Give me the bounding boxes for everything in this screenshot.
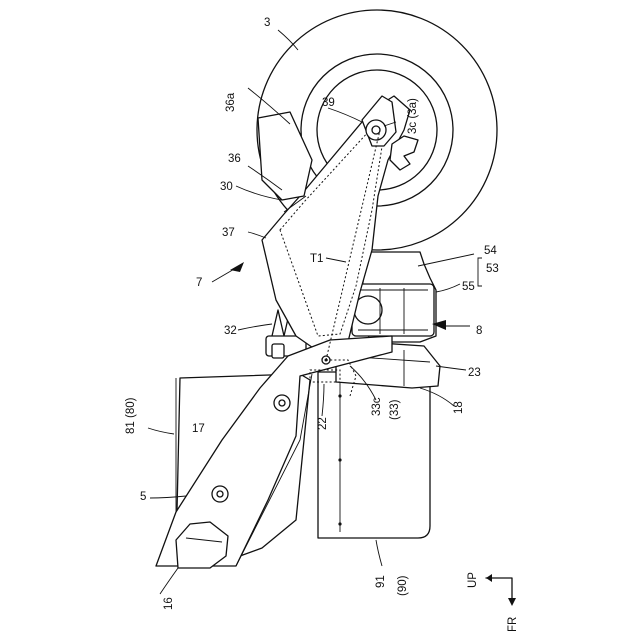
label-37: 37 bbox=[222, 227, 235, 239]
label-54: 54 bbox=[484, 245, 497, 257]
label-36: 36 bbox=[228, 153, 241, 165]
label-18: 18 bbox=[453, 401, 465, 414]
label-30: 30 bbox=[220, 181, 233, 193]
label-up: UP bbox=[467, 572, 479, 588]
fr-arrow-icon bbox=[508, 598, 516, 606]
label-53: 53 bbox=[486, 263, 499, 275]
label-90: (90) bbox=[397, 575, 409, 596]
label-fr: FR bbox=[507, 617, 519, 632]
label-33c: 33c bbox=[371, 397, 383, 416]
label-91: 91 bbox=[375, 575, 387, 588]
label-23: 23 bbox=[468, 367, 481, 379]
label-39: 39 bbox=[322, 97, 335, 109]
label-3c: 3c (3a) bbox=[407, 98, 419, 134]
label-7: 7 bbox=[196, 277, 202, 289]
label-32: 32 bbox=[224, 325, 237, 337]
up-arrow-icon bbox=[486, 574, 492, 582]
label-55: 55 bbox=[462, 281, 475, 293]
label-8: 8 bbox=[476, 325, 482, 337]
label-36a: 36a bbox=[225, 92, 237, 112]
label-16: 16 bbox=[163, 597, 175, 610]
label-3: 3 bbox=[264, 17, 270, 29]
label-22: 22 bbox=[317, 417, 329, 430]
label-33: (33) bbox=[389, 399, 401, 420]
direction-indicator bbox=[486, 574, 516, 606]
label-T1: T1 bbox=[310, 253, 323, 265]
label-5: 5 bbox=[140, 491, 146, 503]
label-17: 17 bbox=[192, 423, 205, 435]
label-81: 81 (80) bbox=[125, 397, 137, 434]
